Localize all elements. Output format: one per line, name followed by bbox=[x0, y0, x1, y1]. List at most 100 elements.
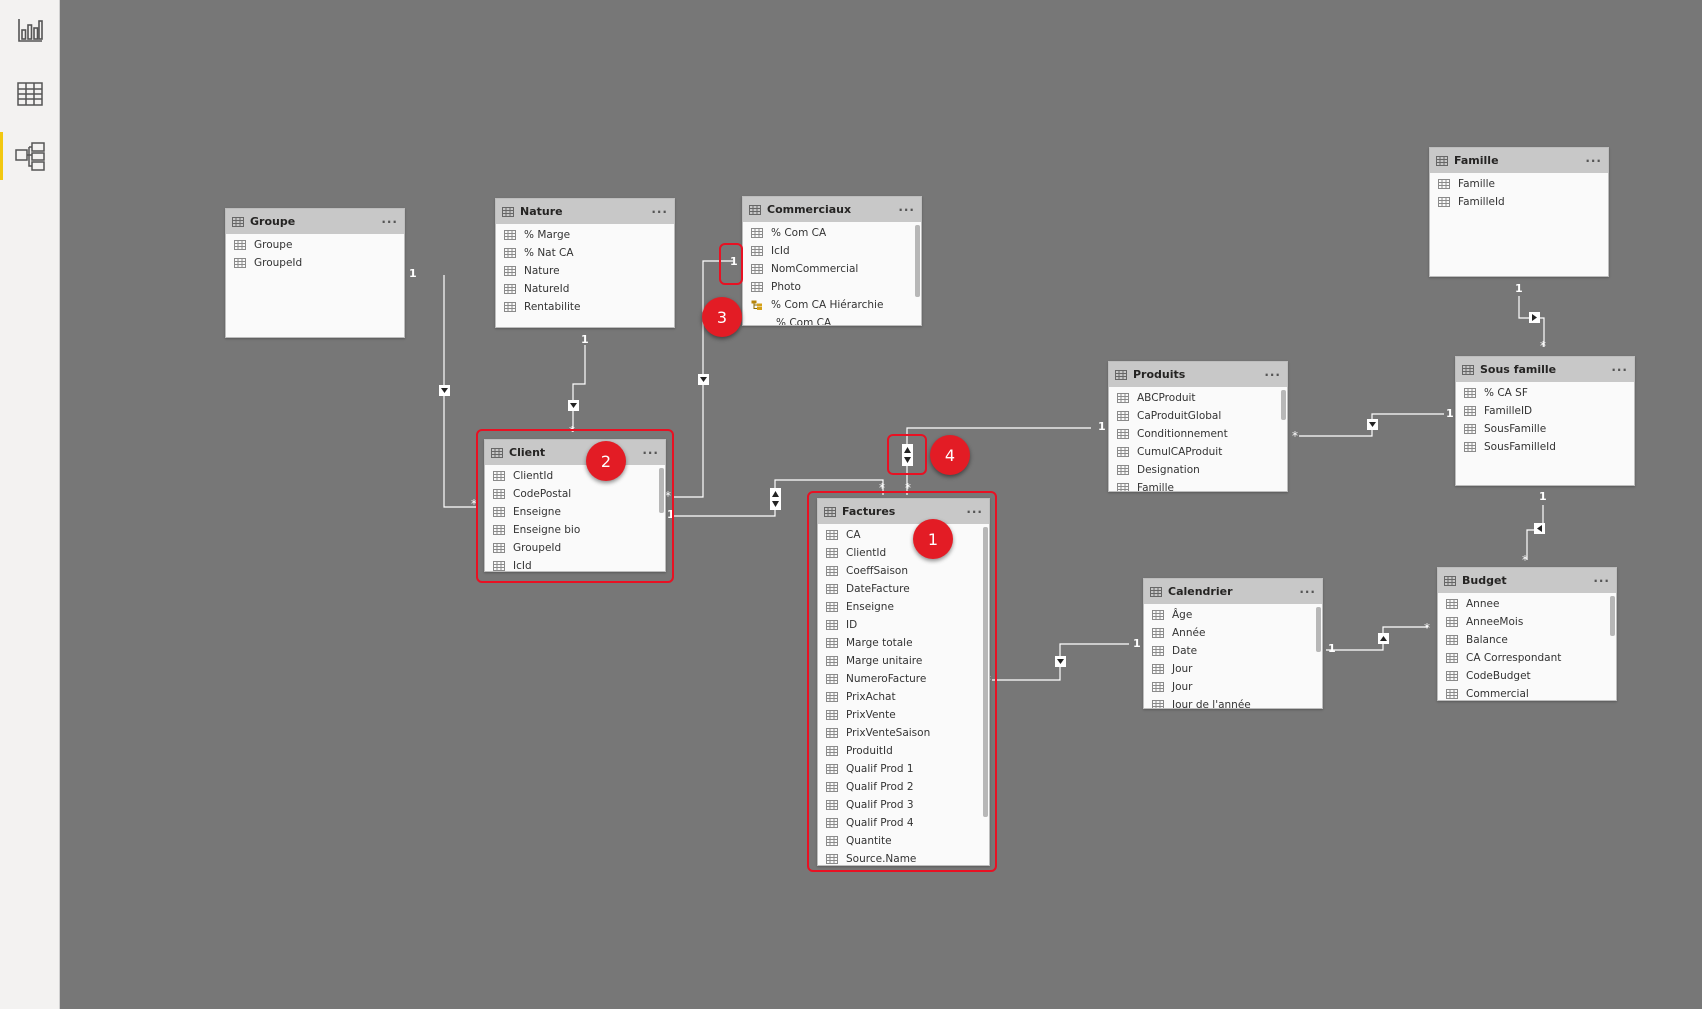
table-scrollbar[interactable] bbox=[915, 225, 920, 297]
table-header[interactable]: Client ··· bbox=[485, 440, 665, 465]
field-row[interactable]: FamilleId bbox=[1430, 193, 1608, 211]
more-options-button[interactable]: ··· bbox=[1593, 573, 1610, 588]
field-row[interactable]: Qualif Prod 1 bbox=[818, 760, 989, 778]
field-row[interactable]: Balance bbox=[1438, 631, 1616, 649]
field-row[interactable]: Qualif Prod 4 bbox=[818, 814, 989, 832]
field-row[interactable]: FamilleID bbox=[1456, 402, 1634, 420]
more-options-button[interactable]: ··· bbox=[651, 204, 668, 219]
filter-direction-arrow[interactable] bbox=[439, 385, 450, 396]
field-row[interactable]: ProduitId bbox=[818, 742, 989, 760]
field-row[interactable]: PrixAchat bbox=[818, 688, 989, 706]
field-row[interactable]: CoeffSaison bbox=[818, 562, 989, 580]
table-header[interactable]: Calendrier ··· bbox=[1144, 579, 1322, 604]
field-row[interactable]: Âge bbox=[1144, 606, 1322, 624]
field-row[interactable]: NatureId bbox=[496, 280, 674, 298]
field-row[interactable]: Annee bbox=[1438, 595, 1616, 613]
table-header[interactable]: Budget ··· bbox=[1438, 568, 1616, 593]
field-row[interactable]: % Nat CA bbox=[496, 244, 674, 262]
field-row[interactable]: Nature bbox=[496, 262, 674, 280]
bidirectional-arrow[interactable] bbox=[902, 444, 913, 466]
field-row[interactable]: CaProduitGlobal bbox=[1109, 407, 1287, 425]
filter-direction-arrow[interactable] bbox=[568, 400, 579, 411]
field-row[interactable]: % Com CA Hiérarchie bbox=[743, 296, 921, 314]
filter-direction-arrow[interactable] bbox=[1378, 633, 1389, 644]
field-row[interactable]: AnneeMois bbox=[1438, 613, 1616, 631]
field-row[interactable]: GroupeId bbox=[485, 539, 665, 557]
field-row[interactable]: CumulCAProduit bbox=[1109, 443, 1287, 461]
field-row[interactable]: Marge totale bbox=[818, 634, 989, 652]
field-row[interactable]: SousFamille bbox=[1456, 420, 1634, 438]
field-row[interactable]: CA Correspondant bbox=[1438, 649, 1616, 667]
more-options-button[interactable]: ··· bbox=[966, 504, 983, 519]
field-row[interactable]: Enseigne bbox=[818, 598, 989, 616]
field-row[interactable]: IcId bbox=[485, 557, 665, 571]
table-scrollbar[interactable] bbox=[1610, 596, 1615, 636]
table-scrollbar[interactable] bbox=[983, 527, 988, 817]
data-view-button[interactable] bbox=[0, 66, 59, 122]
field-row[interactable]: Famille bbox=[1430, 175, 1608, 193]
more-options-button[interactable]: ··· bbox=[1264, 367, 1281, 382]
field-row[interactable]: Designation bbox=[1109, 461, 1287, 479]
field-row[interactable]: ClientId bbox=[818, 544, 989, 562]
field-row[interactable]: Groupe bbox=[226, 236, 404, 254]
field-row[interactable]: CA bbox=[818, 526, 989, 544]
field-row[interactable]: Quantite bbox=[818, 832, 989, 850]
field-row[interactable]: NumeroFacture bbox=[818, 670, 989, 688]
table-header[interactable]: Groupe ··· bbox=[226, 209, 404, 234]
field-row[interactable]: Enseigne bio bbox=[485, 521, 665, 539]
field-row[interactable]: Jour bbox=[1144, 678, 1322, 696]
field-row[interactable]: ABCProduit bbox=[1109, 389, 1287, 407]
table-scrollbar[interactable] bbox=[1281, 390, 1286, 420]
field-row[interactable]: Qualif Prod 2 bbox=[818, 778, 989, 796]
field-row[interactable]: ClientId bbox=[485, 467, 665, 485]
field-row[interactable]: Date bbox=[1144, 642, 1322, 660]
table-header[interactable]: Factures ··· bbox=[818, 499, 989, 524]
more-options-button[interactable]: ··· bbox=[1611, 362, 1628, 377]
field-row[interactable]: Source.Name bbox=[818, 850, 989, 865]
field-row[interactable]: Commercial bbox=[1438, 685, 1616, 700]
field-row[interactable]: Jour bbox=[1144, 660, 1322, 678]
field-row[interactable]: Famille bbox=[1109, 479, 1287, 491]
field-row[interactable]: CodeBudget bbox=[1438, 667, 1616, 685]
table-header[interactable]: Sous famille ··· bbox=[1456, 357, 1634, 382]
field-row[interactable]: Qualif Prod 3 bbox=[818, 796, 989, 814]
more-options-button[interactable]: ··· bbox=[1299, 584, 1316, 599]
field-row[interactable]: Rentabilite bbox=[496, 298, 674, 316]
table-header[interactable]: Commerciaux ··· bbox=[743, 197, 921, 222]
filter-direction-arrow[interactable] bbox=[1367, 419, 1378, 430]
more-options-button[interactable]: ··· bbox=[381, 214, 398, 229]
table-header[interactable]: Famille ··· bbox=[1430, 148, 1608, 173]
field-row[interactable]: SousFamilleId bbox=[1456, 438, 1634, 456]
more-options-button[interactable]: ··· bbox=[642, 445, 659, 460]
table-header[interactable]: Produits ··· bbox=[1109, 362, 1287, 387]
filter-direction-arrow[interactable] bbox=[1055, 656, 1066, 667]
field-row[interactable]: Enseigne bbox=[485, 503, 665, 521]
report-view-button[interactable] bbox=[0, 2, 59, 58]
field-row[interactable]: GroupeId bbox=[226, 254, 404, 272]
field-row[interactable]: % Com CA bbox=[743, 224, 921, 242]
field-row[interactable]: NomCommercial bbox=[743, 260, 921, 278]
filter-direction-arrow[interactable] bbox=[1529, 312, 1540, 323]
field-row[interactable]: PrixVenteSaison bbox=[818, 724, 989, 742]
field-row[interactable]: PrixVente bbox=[818, 706, 989, 724]
field-row[interactable]: Conditionnement bbox=[1109, 425, 1287, 443]
hierarchy-level-row[interactable]: % Com CA bbox=[743, 314, 921, 325]
field-row[interactable]: Marge unitaire bbox=[818, 652, 989, 670]
table-scrollbar[interactable] bbox=[1316, 607, 1321, 652]
field-row[interactable]: Jour de l'année bbox=[1144, 696, 1322, 708]
filter-direction-arrow[interactable] bbox=[698, 374, 709, 385]
field-row[interactable]: % Marge bbox=[496, 226, 674, 244]
filter-direction-arrow[interactable] bbox=[1534, 523, 1545, 534]
more-options-button[interactable]: ··· bbox=[1585, 153, 1602, 168]
field-row[interactable]: % CA SF bbox=[1456, 384, 1634, 402]
bidirectional-arrow[interactable] bbox=[770, 488, 781, 510]
